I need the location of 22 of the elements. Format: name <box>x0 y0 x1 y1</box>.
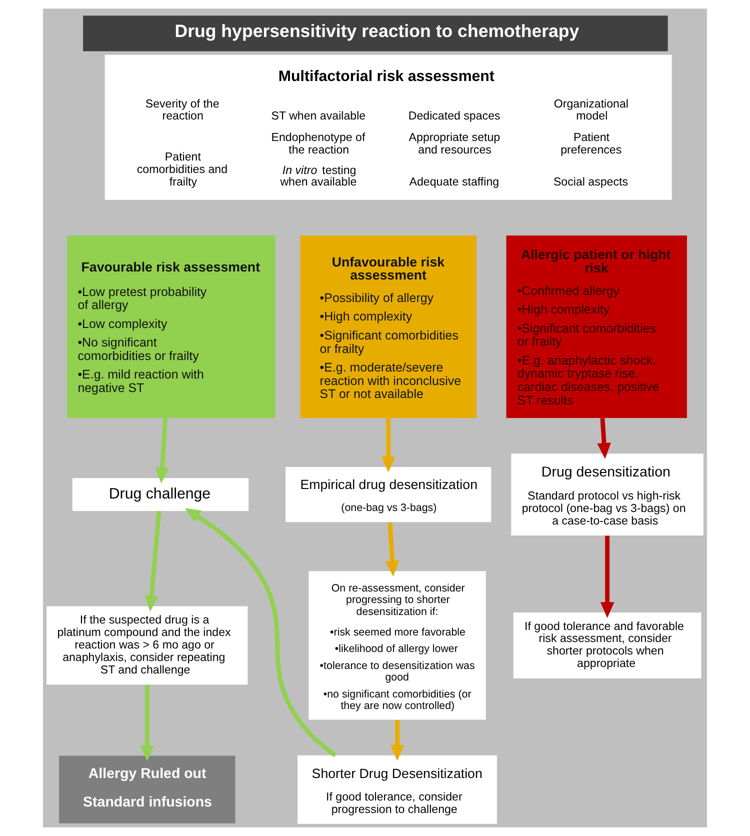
arrow <box>390 720 404 761</box>
arrow <box>600 536 614 618</box>
arrow <box>381 418 396 472</box>
arrow <box>597 418 611 459</box>
node-box: Allergy Ruled out Standard infusions <box>59 756 236 824</box>
arrow <box>184 508 337 758</box>
node-box: Shorter Drug Desensitization If good tolerance, consider progression to challenge <box>298 755 497 824</box>
arrow <box>385 522 400 577</box>
node-box: If the suspected drug is a platinum compound and the index reaction was > 6 mo ago or anaphylaxis, consider repeating ST and challenge <box>46 606 248 685</box>
node-box: Empirical drug desensitization (one-bag vs 3-bags) <box>286 466 492 522</box>
node-box: If good tolerance and favorable risk assessment, consider shorter protocols when appropriate <box>513 612 702 678</box>
node-box: Unfavourable risk assessment •Possibility of allergy •High complexity •Significant comorbidities or frailty •E.g. moderate/severe reaction with inconclusive ST or not available <box>300 236 476 418</box>
node-box: Allergic patient or hight risk •Confirmed allergy •High complexity •Significant comorbidities or frailty •E.g. anaphylactic shock, dynamic tryptase rise, cardiac diseases, positive ST results <box>506 236 687 418</box>
diagram-title: Drug hypersensitivity reaction to chemotherapy <box>174 21 580 42</box>
node-box: Favourable risk assessment •Low pretest probability of allergy •Low complexity •No significant comorbidities or frailty •E.g. mild reaction with negative ST <box>67 236 276 418</box>
node-box: On re-assessment, consider progressing to shorter desensitization if: •risk seemed more favorable •likelihood of allergy lower •tolerance to desensitization was good •no significant comorbidities (or they are now controlled) <box>308 571 486 720</box>
arrow <box>144 510 162 612</box>
node-box: Drug desensitization Standard protocol vs high-risk protocol (one-bag vs 3-bags) on a case-to-case basis <box>511 454 704 536</box>
node-box: Drug challenge <box>72 478 249 512</box>
node-box: Multifactorial risk assessment Severity of the reaction ST when available Dedicated spaces Organizational model Patient comorbidities and frailty Endophenotype of the reaction Appropriate setup and resources Patient preferences In vitro testing when available Adequate staffing Social aspects <box>104 54 672 200</box>
arrow <box>155 418 170 484</box>
arrow <box>140 684 154 762</box>
